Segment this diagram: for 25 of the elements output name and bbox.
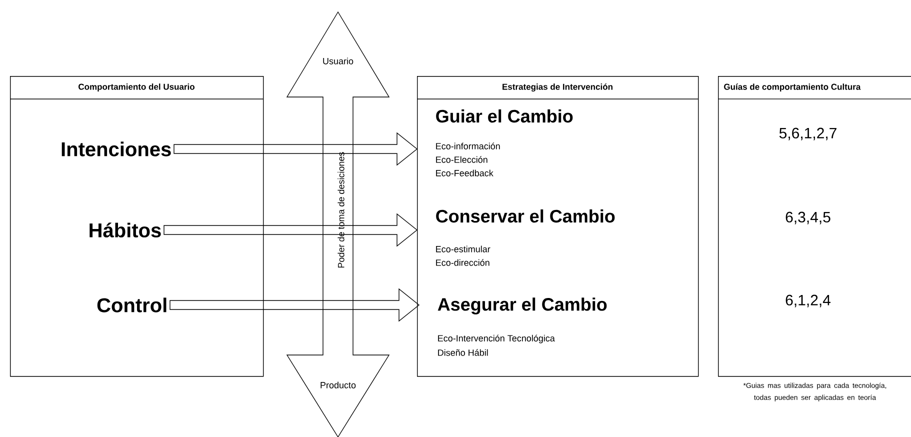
- behaviour-label: Intenciones: [62, 142, 171, 156]
- arrow-label: Usuario: [321, 56, 355, 66]
- strategy-item: Eco-dirección: [436, 259, 490, 266]
- arrow-label: Poder de toma de desiciones: [336, 150, 346, 270]
- guide-numbers: 6,3,4,5: [786, 212, 830, 224]
- strategy-item: Eco-información: [436, 142, 500, 150]
- panel-header: Guías de comportamiento Cultura: [724, 84, 861, 92]
- panel-header: Comportamiento del Usuario: [78, 84, 194, 92]
- guide-numbers: 5,6,1,2,7: [779, 128, 836, 140]
- block-arrow: [164, 213, 418, 247]
- strategy-item: Eco-Intervención Tecnológica: [438, 334, 555, 344]
- behaviour-label: Control: [97, 298, 166, 312]
- guide-numbers: 6,1,2,4: [786, 294, 830, 308]
- strategy-item: Eco-Elección: [436, 156, 488, 163]
- strategy-item: Eco-estimular: [436, 246, 490, 252]
- panel-header: Estrategias de Intervención: [502, 83, 612, 92]
- strategy-item: Diseño Hábil: [438, 349, 488, 356]
- block-arrow: [170, 288, 420, 322]
- strategy-item: Eco-Feedback: [436, 170, 494, 176]
- arrow-label: Producto: [318, 380, 358, 390]
- strategy-title: Asegurar el Cambio: [438, 298, 607, 314]
- strategy-title: Conservar el Cambio: [436, 209, 615, 223]
- behaviour-label: Hábitos: [90, 222, 161, 238]
- strategy-title: Guiar el Cambio: [436, 109, 573, 123]
- block-arrow: [174, 132, 418, 166]
